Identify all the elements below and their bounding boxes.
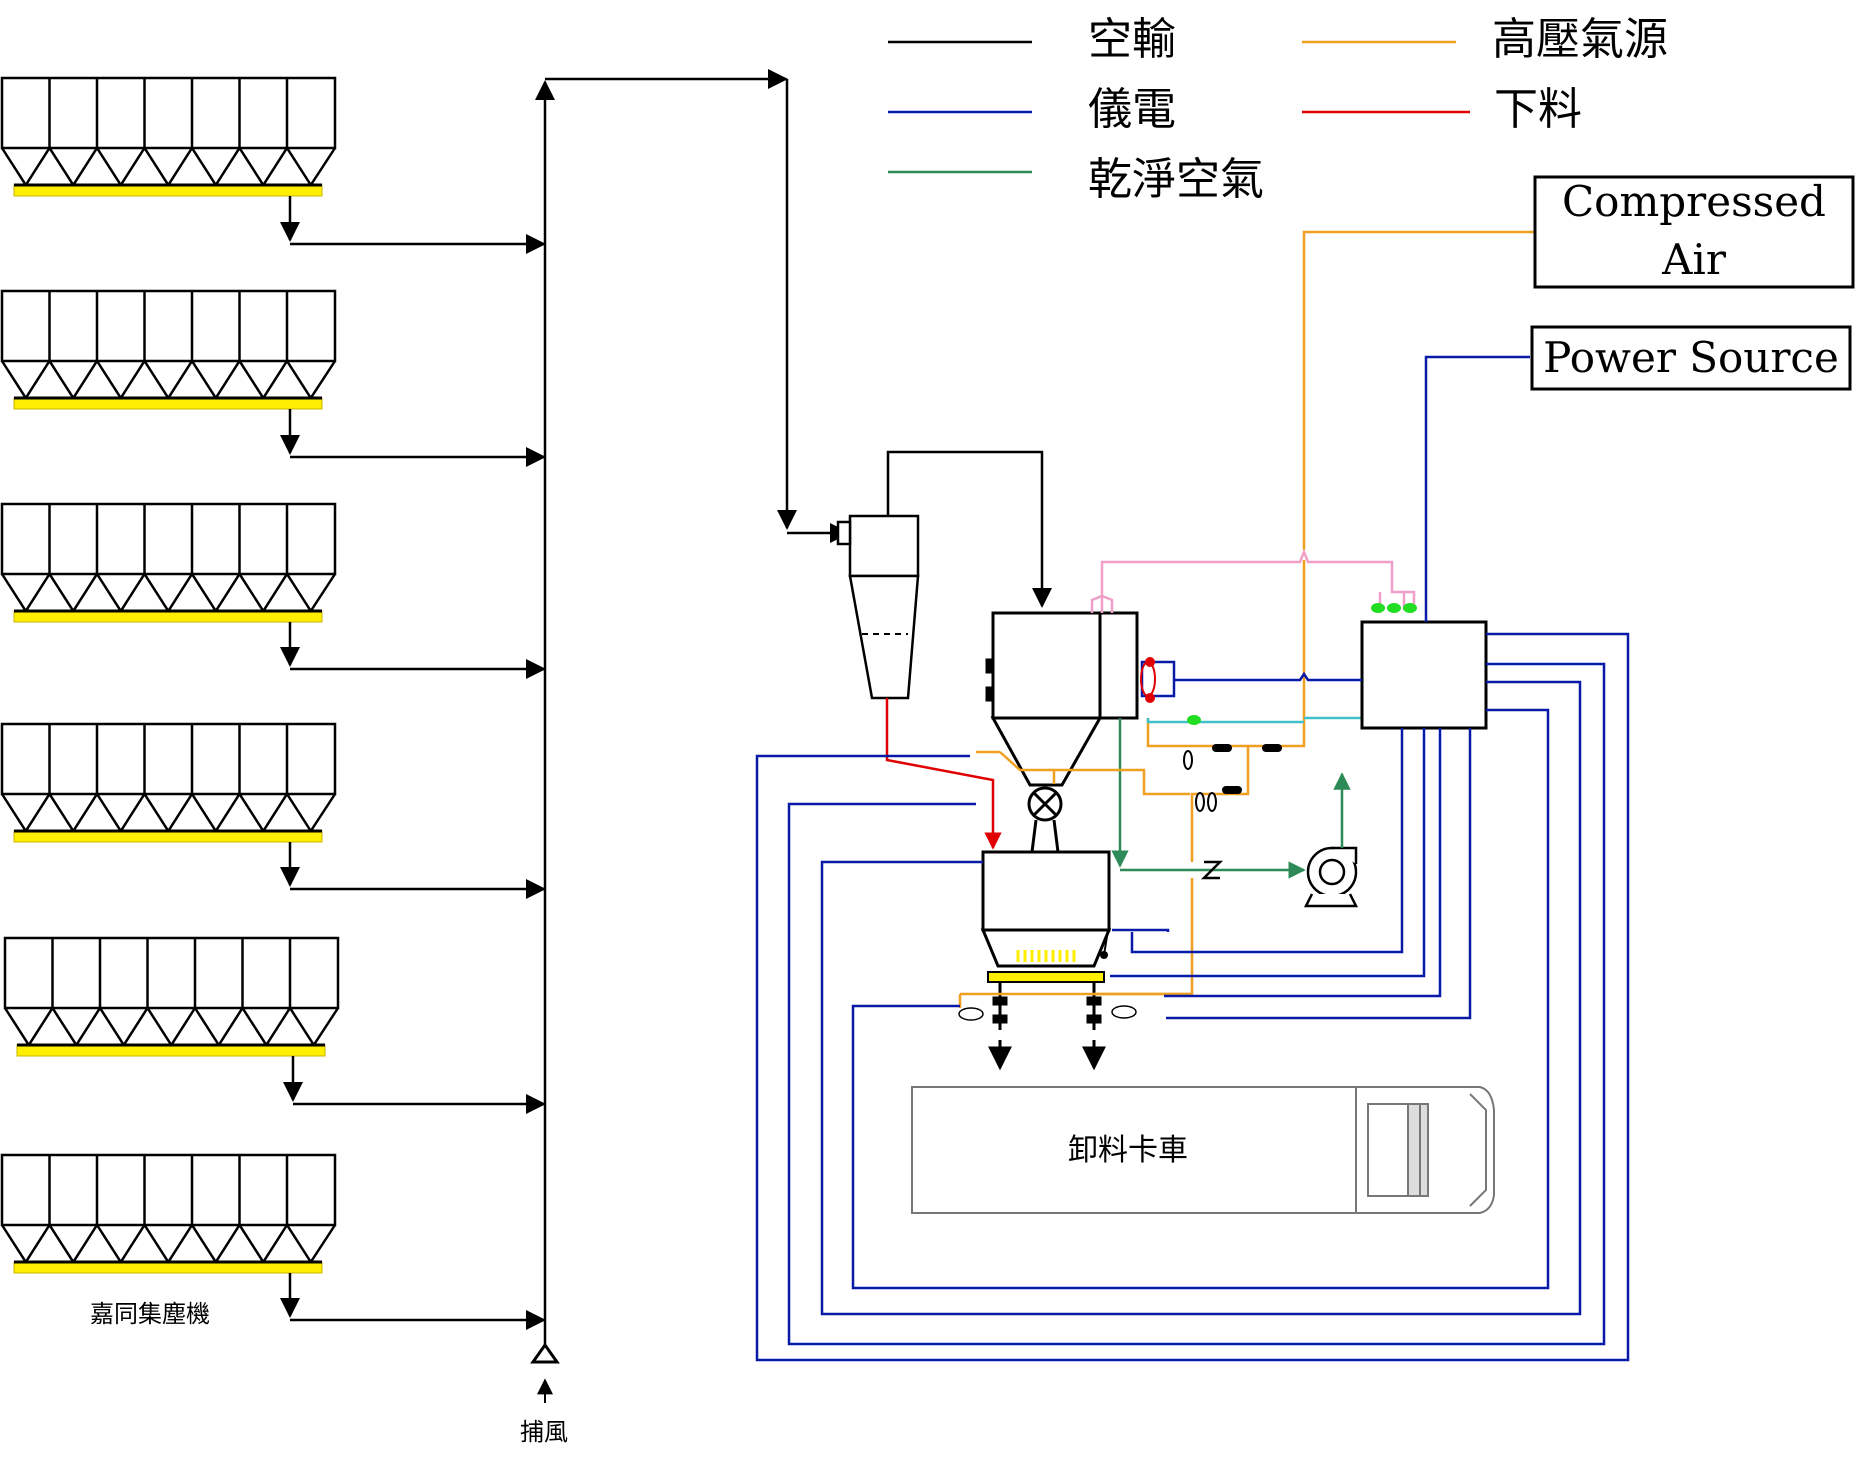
dust-collector-5: [3, 936, 340, 1058]
compressed-air-label-1: Compressed: [1562, 177, 1826, 226]
signal-lines: [1090, 548, 1416, 613]
hopper-sensor: [1140, 657, 1176, 703]
truck-icon: [911, 1086, 1495, 1214]
control-cabinet: [1360, 620, 1488, 730]
cyclone-separator-icon: [836, 514, 920, 700]
cyclone-outlet-duct: [886, 450, 1052, 608]
dust-collector-icon: [0, 76, 340, 1275]
dust-collector-3: [0, 502, 337, 624]
air-intake-label: 捕風: [520, 1418, 568, 1446]
collector-ducts: [280, 69, 850, 1348]
discharge-line: [885, 698, 1002, 850]
compressed-air-box: Compressed Air: [1533, 175, 1855, 289]
legend-label-instrument: 儀電: [1088, 84, 1176, 135]
power-source-label: Power Source: [1543, 333, 1839, 382]
cyan-valve: [1187, 715, 1201, 725]
compressed-air-label-2: Air: [1661, 235, 1727, 284]
tank-heater: [1016, 950, 1076, 962]
truck-label: 卸料卡車: [1068, 1133, 1188, 1168]
dust-collector-1: [0, 76, 337, 198]
pressure-valves: [1183, 744, 1282, 812]
legend-label-high-pressure: 高壓氣源: [1492, 14, 1668, 65]
dust-collector-4: [0, 722, 337, 844]
dust-collector-6: [0, 1153, 337, 1275]
cyan-lines: [1146, 716, 1362, 724]
legend-label-conveying: 空輸: [1088, 14, 1176, 65]
blower-icon: [1303, 846, 1359, 908]
air-intake-icon: [530, 1342, 560, 1364]
instrument-lines: [755, 355, 1630, 1362]
dust-collector-2: [0, 289, 337, 411]
legend-label-clean-air: 乾淨空氣: [1088, 154, 1264, 205]
upper-hopper: [985, 611, 1139, 787]
legend-label-discharge: 下料: [1494, 84, 1582, 135]
discharge-valves: [958, 982, 1137, 1071]
power-source-box: Power Source: [1530, 325, 1852, 391]
lower-tank: [980, 850, 1112, 983]
check-valve-icon: [1200, 860, 1224, 880]
rotary-valve-icon: [1027, 786, 1063, 853]
signal-connectors: [1371, 603, 1417, 613]
legend: 空輸 儀電 乾淨空氣 高壓氣源 下料: [888, 14, 1668, 205]
dust-collector-label: 嘉同集塵機: [90, 1300, 210, 1328]
